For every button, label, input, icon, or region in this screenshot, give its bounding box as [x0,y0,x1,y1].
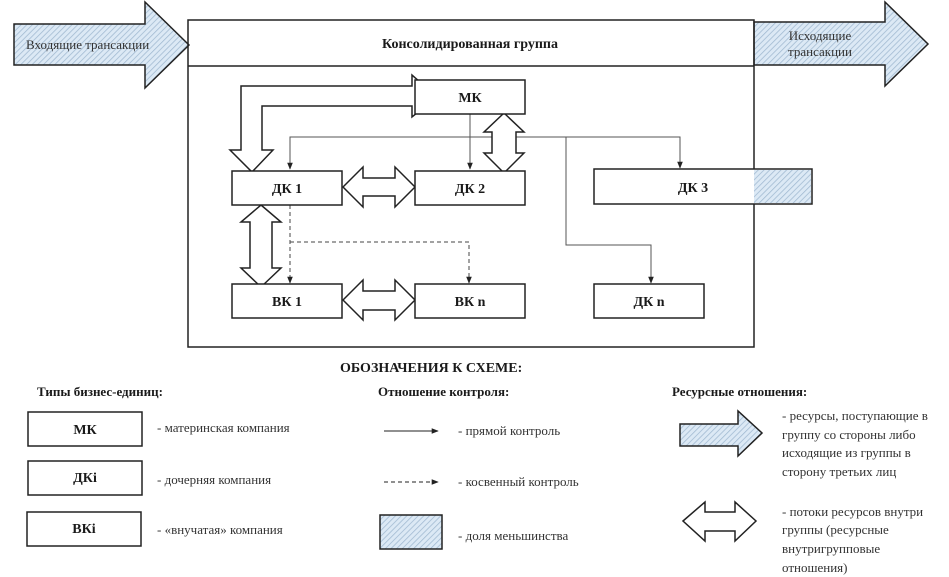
legend-type-vk: ВКi - «внучатая» компания [26,511,283,547]
outgoing-transactions-label-line2: трансакции [788,44,852,59]
node-vk1-label: ВК 1 [272,295,302,310]
legend-types-title: Типы бизнес-единиц: [37,384,163,399]
legend-resource-text: - ресурсы, поступающие в [782,408,928,423]
resource-flow-dk1-dk2 [341,165,417,209]
group-title: Консолидированная группа [382,37,558,52]
incoming-transactions-arrow: Входящие трансакции [13,0,191,90]
legend-control-text: - косвенный контроль [458,474,579,489]
direct-control-lines [287,114,683,284]
legend-type-mk: МК - материнская компания [27,411,290,447]
resource-flow-dk1-vk1 [238,204,284,289]
minority-share-area [754,170,811,203]
control-mk-dkn [565,137,654,284]
legend-type-text: - материнская компания [157,420,290,435]
hatched-box-icon [379,514,443,550]
outgoing-transactions-label-line1: Исходящие [789,28,852,43]
node-dk3: ДК 3 [593,168,813,205]
legend-minority-share: - доля меньшинства [379,514,568,550]
legend-type-box-label: ВКi [72,522,95,537]
legend-control-text: - прямой контроль [458,423,560,438]
node-dk3-label: ДК 3 [678,181,708,196]
legend-resource-text: сторону третьих лиц [782,464,896,479]
node-dkn-label: ДК n [633,295,664,310]
legend-resources-title: Ресурсные отношения: [672,384,807,399]
legend-resource-text: - потоки ресурсов внутри [782,504,923,519]
hatched-arrow-icon [679,409,764,458]
outgoing-transactions-arrow: Исходящие трансакции [753,0,930,88]
resource-flow-dk1-mk [228,73,439,174]
legend-type-text: - «внучатая» компания [157,522,283,537]
node-vk1: ВК 1 [231,283,343,319]
incoming-transactions-label: Входящие трансакции [26,37,149,52]
legend-title: ОБОЗНАЧЕНИЯ К СХЕМЕ: [340,361,522,376]
legend-resource-text: отношения) [782,560,847,575]
legend-direct-control: - прямой контроль [384,423,560,438]
resource-flow-vk1-vkn [341,278,417,322]
legend-type-dk: ДКi - дочерняя компания [27,460,271,496]
legend-type-box-label: МК [73,423,97,438]
legend-control-text: - доля меньшинства [458,528,568,543]
node-dk2-label: ДК 2 [455,182,485,197]
node-vkn: ВК n [414,283,526,319]
legend-resource-text: группы (ресурсные [782,522,889,537]
node-dk1-label: ДК 1 [272,182,302,197]
legend-resource-text: исходящие из группы в [782,445,911,460]
legend-internal-resources: - потоки ресурсов внутри группы (ресурсн… [681,500,923,575]
node-vkn-label: ВК n [455,295,486,310]
legend-external-resources: - ресурсы, поступающие в группу со сторо… [679,408,928,479]
node-dk2: ДК 2 [414,170,526,206]
legend-resource-text: группу со стороны либо [782,427,916,442]
node-dk1: ДК 1 [231,170,343,206]
legend-type-text: - дочерняя компания [157,472,271,487]
double-arrow-icon [681,500,758,543]
indirect-control-lines [287,205,472,284]
node-mk: МК [414,79,526,115]
legend-control-title: Отношение контроля: [378,384,509,399]
node-mk-label: МК [458,91,482,106]
node-dkn: ДК n [593,283,705,319]
indirect-control-dk1-vkn [290,241,472,284]
legend-resource-text: внутригрупповые [782,541,880,556]
legend-indirect-control: - косвенный контроль [384,474,579,489]
legend-type-box-label: ДКi [73,471,97,486]
resource-flow-mk-dk2 [482,111,526,175]
